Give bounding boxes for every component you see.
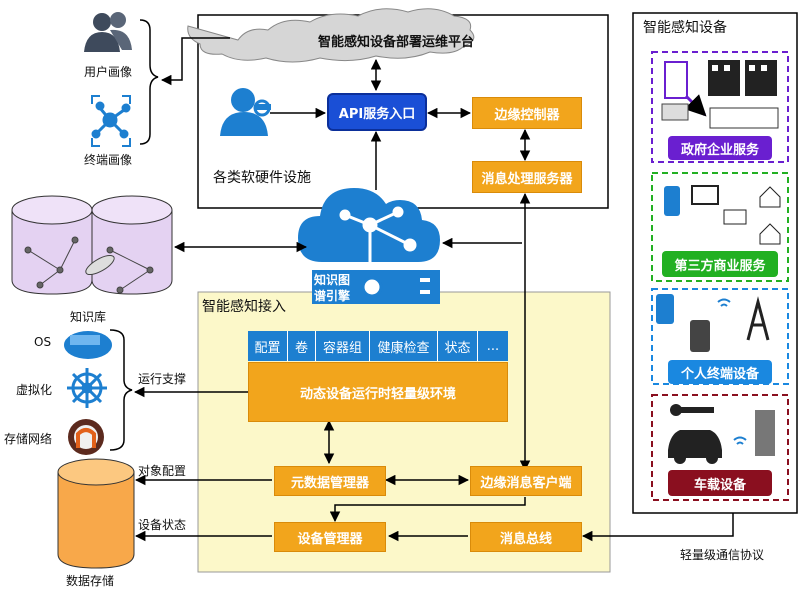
gov-group <box>651 51 789 163</box>
kg-engine-label-2: 谱引擎 <box>314 289 351 303</box>
infra-label: 各类软硬件设施 <box>213 170 311 186</box>
third-party-icons <box>664 185 781 245</box>
tab-health[interactable]: 健康检查 <box>370 331 438 361</box>
vehicle-badge: 车载设备 <box>668 470 772 496</box>
edge-controller-node: 边缘控制器 <box>472 97 582 129</box>
virtualization-label: 虚拟化 <box>16 383 53 397</box>
vehicle-icons <box>668 404 775 464</box>
os-icon <box>64 331 112 359</box>
terminal-profile-label: 终端画像 <box>84 153 133 167</box>
run-support-label: 运行支撑 <box>138 372 187 386</box>
devices-title: 智能感知设备 <box>643 20 727 36</box>
user-profile-label: 用户画像 <box>84 65 133 79</box>
storage-network-icon <box>68 419 104 455</box>
personal-badge: 个人终端设备 <box>668 360 772 384</box>
tab-pod[interactable]: 容器组 <box>316 331 370 361</box>
object-config-label: 对象配置 <box>138 464 187 478</box>
device-mgr-node: 设备管理器 <box>274 522 386 552</box>
edge-client-node: 边缘消息客户端 <box>470 466 582 496</box>
personal-icons <box>656 294 770 352</box>
connectors <box>133 37 734 542</box>
virtualization-icon <box>67 368 107 408</box>
infra-person-icon <box>220 88 271 136</box>
device-status-label: 设备状态 <box>138 518 187 532</box>
platform-title: 智能感知设备部署运维平台 <box>318 35 475 50</box>
personal-group <box>651 288 789 385</box>
third-group <box>651 172 789 282</box>
user-profile-icon <box>84 12 132 52</box>
support-brace <box>109 329 133 451</box>
knowledge-base-label: 知识库 <box>70 310 107 324</box>
data-storage-label: 数据存储 <box>66 574 115 588</box>
kg-engine-icon <box>298 188 440 304</box>
tab-more[interactable]: ... <box>478 331 508 361</box>
storage-network-label: 存储网络 <box>4 432 53 446</box>
kg-engine-label-1: 知识图 <box>314 273 351 287</box>
metadata-mgr-node: 元数据管理器 <box>274 466 386 496</box>
platform-cloud <box>187 8 475 63</box>
knowledge-base-icon <box>11 195 173 295</box>
gov-icons <box>661 60 779 129</box>
msg-bus-node: 消息总线 <box>470 522 582 552</box>
profile-brace <box>139 19 159 145</box>
os-label: OS <box>34 335 52 349</box>
access-title: 智能感知接入 <box>202 299 286 315</box>
protocol-label: 轻量级通信协议 <box>680 548 765 562</box>
tab-config[interactable]: 配置 <box>248 331 288 361</box>
tab-volume[interactable]: 卷 <box>288 331 316 361</box>
terminal-profile-icon <box>91 95 131 147</box>
api-node: API服务入口 <box>327 93 427 131</box>
third-party-badge: 第三方商业服务 <box>662 251 778 277</box>
tab-status[interactable]: 状态 <box>438 331 478 361</box>
msg-server-node: 消息处理服务器 <box>472 161 582 193</box>
runtime-node: 动态设备运行时轻量级环境 <box>248 362 508 422</box>
data-storage-icon <box>57 458 135 569</box>
gov-service-badge: 政府企业服务 <box>668 136 772 160</box>
